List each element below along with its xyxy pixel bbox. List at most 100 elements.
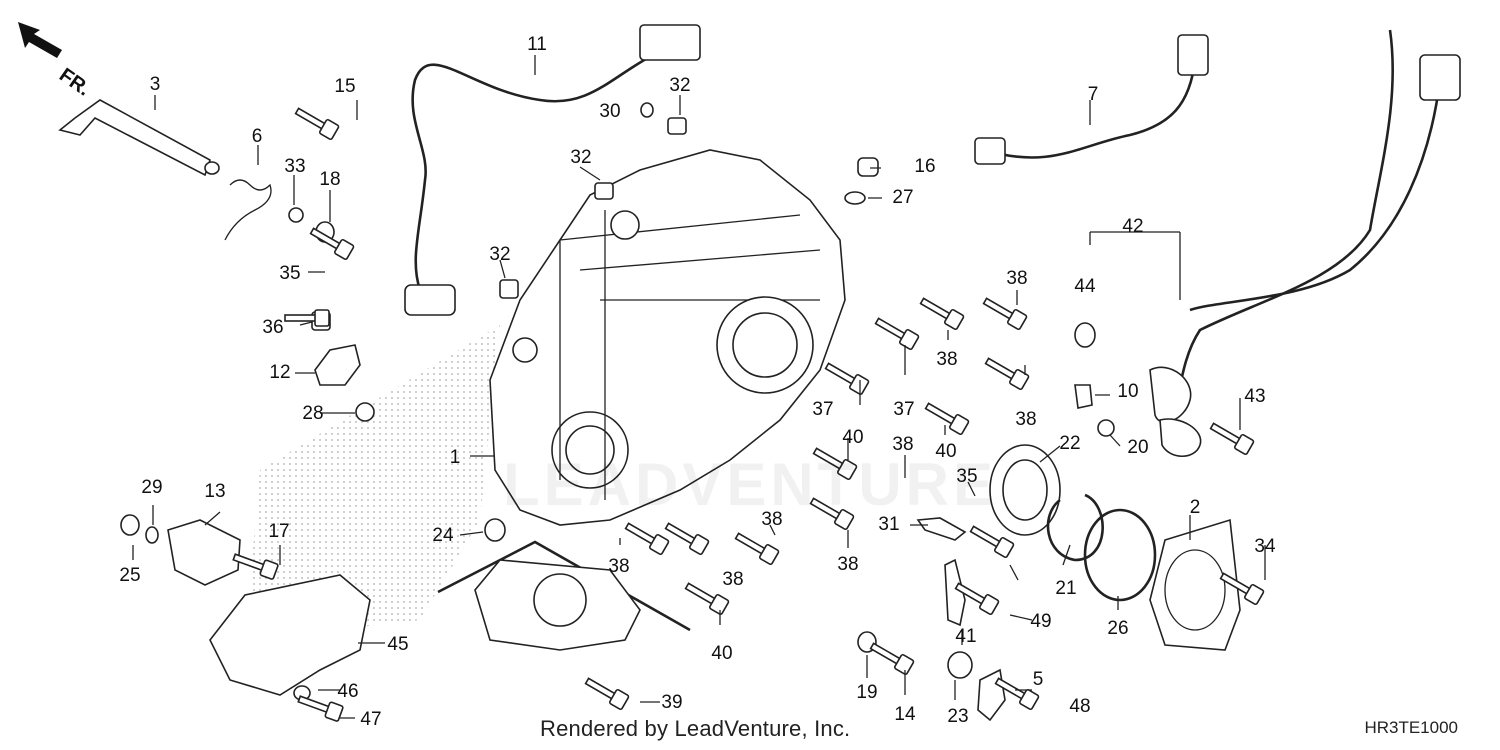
bolt-icon	[664, 522, 710, 555]
bolt-icon	[994, 677, 1040, 710]
callout-label: 40	[935, 441, 956, 462]
callout-label: 38	[722, 569, 743, 590]
plug-16	[857, 157, 879, 177]
dowel-32a	[667, 117, 687, 135]
callout-label: 19	[856, 682, 877, 703]
callout-label: 38	[936, 349, 957, 370]
bolt-icon	[869, 642, 915, 675]
callout-label: 22	[1059, 433, 1080, 454]
callout-label: 13	[204, 481, 225, 502]
callout-label: 37	[893, 399, 914, 420]
bolt-icon	[954, 582, 1000, 615]
bolt-icon	[232, 553, 279, 580]
callout-label: 48	[1069, 696, 1090, 717]
snap-ring	[1046, 493, 1104, 562]
wire-harness-7	[974, 34, 1209, 165]
callout-label: 5	[1033, 669, 1044, 690]
washer-20	[1097, 419, 1115, 437]
callout-label: 7	[1088, 84, 1099, 105]
lower-case-inset	[437, 540, 691, 651]
callout-label: 46	[337, 681, 358, 702]
o-ring-27	[844, 191, 866, 205]
sensor-12	[314, 344, 361, 386]
callout-label: 30	[599, 101, 620, 122]
callout-label: 6	[252, 126, 263, 147]
direction-label: FR.	[55, 64, 94, 101]
bolt-icon	[294, 107, 340, 140]
leader-lines	[132, 55, 1266, 719]
bolt-icon	[584, 677, 630, 710]
callout-label: 38	[837, 554, 858, 575]
callout-label: 15	[334, 76, 355, 97]
bolt-icon	[969, 525, 1015, 558]
callout-label: 35	[279, 263, 300, 284]
callout-labels: 1235671011121314151617181920212223242526…	[119, 34, 1276, 730]
bolt-icon	[812, 447, 858, 480]
wire-harness-42	[1149, 29, 1461, 458]
switch-10	[1074, 384, 1093, 409]
washer-23	[947, 651, 973, 679]
bolts	[232, 107, 1265, 722]
bolt-icon	[874, 317, 920, 350]
bolt-icon	[624, 522, 670, 555]
o-ring-29	[145, 526, 159, 544]
spring	[224, 179, 272, 241]
callout-label: 41	[955, 626, 976, 647]
clamp-41	[944, 558, 966, 627]
bolt-icon	[924, 402, 970, 435]
callout-label: 3	[150, 74, 161, 95]
callout-label: 40	[842, 427, 863, 448]
dowel-32b	[594, 182, 614, 200]
bolt-icon	[684, 582, 730, 615]
callout-label: 16	[914, 156, 935, 177]
callout-label: 32	[570, 147, 591, 168]
bracket-5	[977, 668, 1006, 722]
callout-label: 38	[892, 434, 913, 455]
callout-label: 10	[1117, 381, 1138, 402]
callout-label: 32	[669, 75, 690, 96]
callout-label: 31	[878, 514, 899, 535]
callout-label: 38	[1015, 409, 1036, 430]
o-ring-44	[1074, 322, 1096, 348]
o-ring	[1083, 508, 1157, 602]
callout-label: 1	[450, 447, 461, 468]
callout-label: 2	[1190, 497, 1201, 518]
transmission-case	[489, 149, 846, 526]
bolt-icon	[734, 532, 780, 565]
bolt-icon	[1209, 422, 1255, 455]
stipple-shading	[245, 325, 500, 640]
callout-label: 25	[119, 565, 140, 586]
diagram-code: HR3TE1000	[1364, 718, 1458, 737]
guard-45	[209, 574, 371, 696]
watermark: LEADVENTURE	[503, 451, 997, 518]
callout-label: 47	[360, 709, 381, 730]
callout-label: 42	[1122, 216, 1143, 237]
callout-label: 33	[284, 156, 305, 177]
washer-25	[120, 514, 140, 536]
callout-label: 35	[956, 466, 977, 487]
callout-label: 40	[711, 643, 732, 664]
credit-text: Rendered by LeadVenture, Inc.	[540, 716, 851, 741]
bolt-icon	[309, 227, 355, 260]
callout-label: 17	[268, 521, 289, 542]
callout-label: 32	[489, 244, 510, 265]
callout-label: 20	[1127, 437, 1148, 458]
callout-label: 38	[608, 556, 629, 577]
bolt-icon	[809, 497, 855, 530]
callout-label: 23	[947, 706, 968, 727]
front-direction-arrow-icon: FR.	[18, 22, 94, 101]
bolt-icon	[984, 357, 1030, 390]
callout-label: 43	[1244, 386, 1265, 407]
callout-label: 11	[527, 34, 547, 55]
bolt-icon	[982, 297, 1028, 330]
callout-label: 29	[141, 477, 162, 498]
callout-label: 18	[319, 169, 340, 190]
callout-label: 44	[1074, 276, 1096, 297]
callout-label: 27	[892, 187, 913, 208]
bearing	[989, 444, 1061, 536]
callout-label: 34	[1254, 536, 1276, 557]
callout-label: 36	[262, 317, 283, 338]
bolt-icon	[824, 362, 870, 395]
o-ring-28	[355, 402, 375, 422]
washer-30	[640, 102, 654, 118]
